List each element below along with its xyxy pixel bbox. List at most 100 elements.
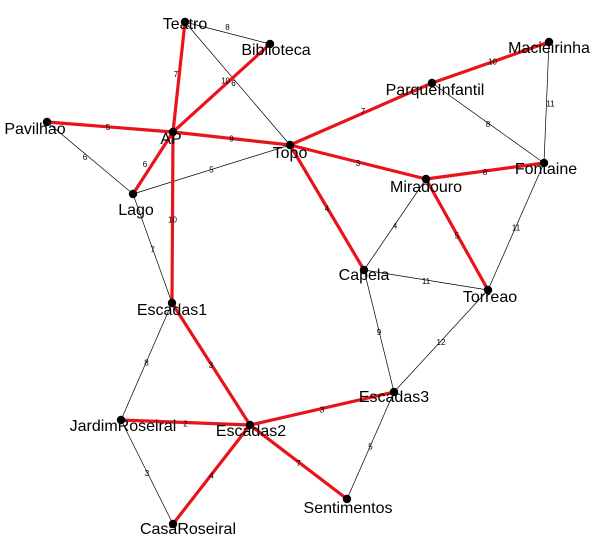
- node-biblioteca: [265, 39, 275, 49]
- edge-weight-topo-parqueinfantil: 7: [361, 107, 366, 116]
- node-label-torreao: Torreao: [463, 289, 517, 306]
- node-label-miradouro: Miradouro: [390, 179, 462, 196]
- node-ap: [168, 127, 178, 137]
- edge-weight-escadas2-casaroseiral: 4: [209, 472, 214, 481]
- edge-weight-capela-torreao: 11: [422, 277, 431, 286]
- edge-weight-jardimroseiral-escadas2: 2: [183, 420, 188, 429]
- edge-weight-ap-lago: 6: [143, 160, 148, 169]
- node-label-sentimentos: Sentimentos: [304, 500, 393, 517]
- edge-weight-ap-escadas1: 10: [168, 216, 177, 225]
- node-escadas1: [167, 298, 177, 308]
- edge-weight-lago-escadas1: 7: [150, 246, 155, 255]
- edge-topo-capela: [288, 143, 366, 272]
- edge-weight-escadas1-jardimroseiral: 8: [144, 359, 149, 368]
- edge-weight-torreao-escadas3: 12: [437, 338, 446, 347]
- edge-teatro-biblioteca: [184, 21, 271, 45]
- edges-layer: [45, 20, 551, 526]
- node-label-ap: AP: [160, 131, 181, 148]
- edge-weight-teatro-biblioteca: 8: [225, 23, 230, 32]
- node-label-escadas1: Escadas1: [137, 302, 207, 319]
- edge-jardimroseiral-escadas2: [119, 418, 252, 427]
- edge-escadas1-jardimroseiral: [120, 302, 173, 421]
- edge-topo-parqueinfantil: [288, 81, 434, 147]
- edge-pavilhao-lago: [46, 121, 134, 195]
- node-label-biblioteca: Biblioteca: [241, 42, 310, 59]
- edge-pavilhao-ap: [45, 120, 175, 134]
- edge-weight-teatro-ap: 7: [174, 70, 179, 79]
- edge-weight-escadas2-escadas3: 3: [320, 406, 325, 415]
- edge-miradouro-torreao: [424, 177, 490, 292]
- edge-weight-capela-escadas3: 9: [377, 328, 382, 337]
- node-miradouro: [421, 174, 431, 184]
- node-lago: [128, 189, 138, 199]
- edge-weight-teatro-topo: 10: [221, 77, 230, 86]
- edge-capela-torreao: [363, 269, 489, 291]
- node-label-topo: Topo: [273, 145, 308, 162]
- node-capela: [359, 265, 369, 275]
- edge-torreao-escadas3: [393, 289, 489, 393]
- node-jardimroseiral: [116, 415, 126, 425]
- edge-escadas3-sentimentos: [346, 391, 395, 500]
- edge-weight-jardimroseiral-casaroseiral: 3: [145, 469, 150, 478]
- edge-escadas1-escadas2: [170, 301, 252, 427]
- node-macieirinha: [544, 37, 554, 47]
- edge-weight-parqueinfantil-macieirinha: 10: [488, 58, 497, 67]
- node-pavilhao: [42, 117, 52, 127]
- edge-lago-topo: [132, 144, 291, 195]
- edge-weight-miradouro-torreao: 5: [455, 232, 460, 241]
- edge-weight-escadas3-sentimentos: 5: [368, 443, 373, 452]
- edge-weight-topo-miradouro: 3: [356, 159, 361, 168]
- edge-ap-lago: [131, 130, 175, 196]
- edge-lago-escadas1: [132, 193, 173, 304]
- node-escadas3: [389, 387, 399, 397]
- edge-weight-topo-capela: 4: [325, 205, 330, 214]
- node-label-pavilhao: Pavilhao: [4, 121, 65, 138]
- edge-capela-escadas3: [363, 269, 395, 393]
- edge-escadas2-sentimentos: [248, 423, 349, 501]
- edge-miradouro-fontaine: [424, 161, 546, 181]
- edge-ap-escadas1: [170, 130, 175, 305]
- edge-weight-miradouro-capela: 4: [393, 222, 398, 231]
- node-label-capela: Capela: [339, 267, 390, 284]
- edge-escadas2-escadas3: [248, 390, 396, 427]
- node-label-parqueinfantil: ParqueInfantil: [386, 82, 485, 99]
- node-label-jardimroseiral: JardimRoseiral: [70, 418, 177, 435]
- edge-jardimroseiral-casaroseiral: [120, 419, 174, 525]
- edge-weight-ap-topo: 9: [229, 135, 234, 144]
- edge-ap-topo: [171, 130, 292, 147]
- node-label-macieirinha: Macieirinha: [508, 40, 590, 57]
- edge-parqueinfantil-macieirinha: [430, 40, 551, 85]
- edge-weight-pavilhao-ap: 5: [106, 123, 111, 132]
- node-parqueinfantil: [427, 78, 437, 88]
- edge-topo-miradouro: [288, 143, 428, 181]
- edge-miradouro-capela: [363, 178, 427, 271]
- node-sentimentos: [342, 494, 352, 504]
- nodes-layer: [42, 17, 554, 529]
- node-label-lago: Lago: [118, 202, 154, 219]
- edge-weight-escadas2-sentimentos: 7: [296, 459, 301, 468]
- node-torreao: [483, 285, 493, 295]
- edge-teatro-topo: [184, 21, 291, 146]
- node-escadas2: [245, 420, 255, 430]
- node-topo: [285, 140, 295, 150]
- node-label-fontaine: Fontaine: [515, 161, 577, 178]
- edge-macieirinha-fontaine: [543, 41, 550, 164]
- edge-weight-biblioteca-ap: 6: [231, 79, 236, 88]
- edge-weight-lago-topo: 5: [209, 166, 214, 175]
- node-casaroseiral: [168, 519, 178, 529]
- edge-weight-escadas1-escadas2: 3: [209, 361, 214, 370]
- node-teatro: [180, 17, 190, 27]
- node-label-escadas2: Escadas2: [216, 423, 286, 440]
- node-label-teatro: Teatro: [163, 16, 208, 33]
- edge-fontaine-torreao: [487, 162, 545, 291]
- edge-weight-macieirinha-fontaine: 11: [546, 100, 555, 109]
- edge-weight-pavilhao-lago: 6: [83, 153, 88, 162]
- edge-parqueinfantil-fontaine: [431, 82, 545, 164]
- edge-biblioteca-ap: [171, 42, 272, 134]
- edge-teatro-ap: [171, 20, 187, 134]
- node-fontaine: [539, 158, 549, 168]
- edge-weight-fontaine-torreao: 11: [512, 224, 521, 233]
